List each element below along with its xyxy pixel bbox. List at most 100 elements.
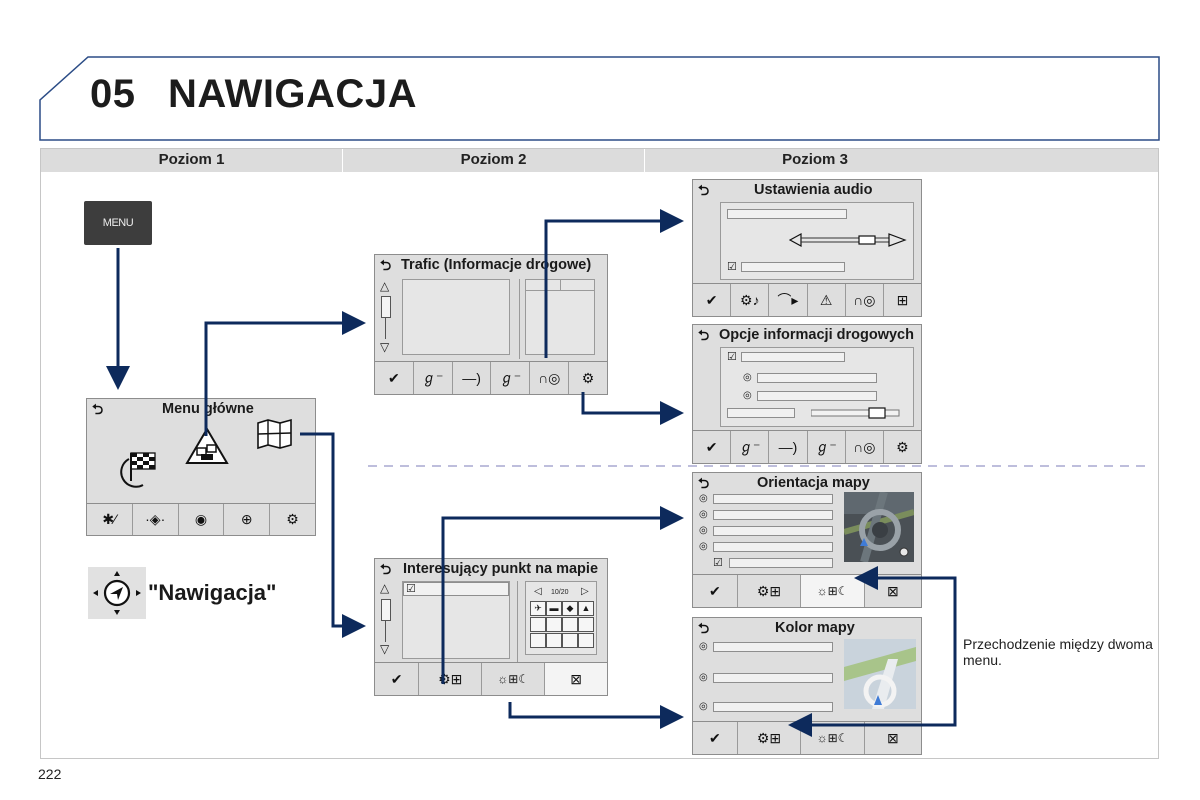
- poi-cat-airport[interactable]: ✈: [530, 601, 546, 616]
- tab-sign-2[interactable]: ℊ⁻: [491, 362, 531, 394]
- back-icon[interactable]: ⮌: [380, 257, 392, 273]
- orientation-option-field[interactable]: [713, 494, 833, 504]
- tab-navigation[interactable]: ·◈·: [133, 504, 179, 535]
- tab-map-settings[interactable]: ⚙⊞: [738, 722, 802, 754]
- checkbox-icon[interactable]: ☑: [406, 583, 416, 595]
- tab-route[interactable]: —): [769, 431, 808, 463]
- scrollbar-thumb[interactable]: [381, 296, 391, 318]
- radio-option-icon[interactable]: ◎: [743, 390, 752, 401]
- scroll-up-icon[interactable]: △: [380, 279, 390, 293]
- checkbox-icon[interactable]: ☑: [727, 351, 737, 363]
- back-icon[interactable]: ⮌: [698, 182, 710, 198]
- poi-cat-train[interactable]: ▬: [546, 601, 562, 616]
- tab-radio[interactable]: ◉: [179, 504, 225, 535]
- poi-cat-car[interactable]: ◆: [562, 601, 578, 616]
- next-page-icon[interactable]: ▷: [581, 586, 589, 597]
- back-icon[interactable]: ⮌: [380, 561, 392, 577]
- traffic-screen: ⮌ Trafic (Informacje drogowe) △ ▽ ✔ ℊ⁻ —…: [374, 254, 608, 395]
- color-option-field[interactable]: [713, 673, 833, 683]
- tab-bluetooth-phone[interactable]: ✱⁄: [87, 504, 133, 535]
- radio-option-icon[interactable]: ◎: [743, 372, 752, 383]
- tab-voice[interactable]: ∩◎: [530, 362, 570, 394]
- radio-option-icon[interactable]: ◎: [699, 525, 708, 536]
- poi-cat-empty[interactable]: [562, 617, 578, 632]
- radio-option-icon[interactable]: ◎: [699, 509, 708, 520]
- tab-check[interactable]: ✔: [375, 663, 420, 695]
- tab-map-settings[interactable]: ⚙⊞: [738, 575, 802, 607]
- traffic-radius-slider[interactable]: [811, 407, 903, 419]
- tab-check[interactable]: ✔: [693, 575, 738, 607]
- tab-map-poi[interactable]: ⊠: [545, 663, 607, 695]
- tab-check[interactable]: ✔: [375, 362, 414, 394]
- back-icon[interactable]: ⮌: [92, 401, 104, 417]
- tab-map-poi[interactable]: ⊠: [865, 722, 921, 754]
- traffic-option-field[interactable]: [757, 373, 877, 383]
- poi-cat-empty[interactable]: [578, 617, 594, 632]
- tab-settings[interactable]: ⚙: [270, 504, 315, 535]
- tab-internet[interactable]: ⊕: [224, 504, 271, 535]
- radio-option-icon[interactable]: ◎: [699, 672, 708, 683]
- radio-option-icon[interactable]: ◎: [699, 493, 708, 504]
- tab-sign[interactable]: ℊ⁻: [731, 431, 770, 463]
- traffic-list-area: [402, 279, 510, 355]
- tab-settings[interactable]: ⚙: [569, 362, 607, 394]
- checkbox-icon[interactable]: ☑: [713, 557, 723, 569]
- orientation-option-field[interactable]: [713, 526, 833, 536]
- back-icon[interactable]: ⮌: [698, 475, 710, 491]
- tab-map-poi[interactable]: ⊠: [865, 575, 921, 607]
- tab-route[interactable]: —): [453, 362, 492, 394]
- orientation-option-field[interactable]: [729, 558, 833, 568]
- destination-flag-icon[interactable]: [117, 451, 161, 491]
- traffic-option-field[interactable]: [727, 408, 795, 418]
- tab-check[interactable]: ✔: [693, 722, 738, 754]
- menu-button[interactable]: MENU: [84, 201, 152, 245]
- tab-sign[interactable]: ℊ⁻: [414, 362, 453, 394]
- poi-cat-marina[interactable]: ▲: [578, 601, 594, 616]
- radio-option-icon[interactable]: ◎: [699, 641, 708, 652]
- tab-route[interactable]: ⌒▸: [769, 284, 808, 316]
- color-option-field[interactable]: [713, 702, 833, 712]
- prev-page-icon[interactable]: ◁: [534, 586, 542, 597]
- tab-sign-2[interactable]: ℊ⁻: [808, 431, 846, 463]
- back-icon[interactable]: ⮌: [698, 327, 710, 343]
- tab-warning[interactable]: ⚠: [808, 284, 846, 316]
- tab-voice[interactable]: ∩◎: [846, 431, 884, 463]
- tab-day-night[interactable]: ☼⊞☾: [801, 722, 865, 754]
- poi-checkbox-row[interactable]: [403, 582, 509, 596]
- poi-cat-empty[interactable]: [546, 617, 562, 632]
- traffic-option-field[interactable]: [741, 352, 845, 362]
- scroll-down-icon[interactable]: ▽: [380, 642, 390, 656]
- orientation-option-field[interactable]: [713, 542, 833, 552]
- radio-option-icon[interactable]: ◎: [699, 541, 708, 552]
- orientation-option-field[interactable]: [713, 510, 833, 520]
- poi-cat-empty[interactable]: [546, 633, 562, 648]
- back-icon[interactable]: ⮌: [698, 620, 710, 636]
- map-orientation-title: Orientacja mapy: [757, 475, 870, 491]
- tab-check[interactable]: ✔: [693, 284, 732, 316]
- radio-option-icon[interactable]: ◎: [699, 701, 708, 712]
- tab-day-night[interactable]: ☼⊞☾: [801, 575, 865, 607]
- audio-field[interactable]: [741, 262, 845, 272]
- audio-field[interactable]: [727, 209, 847, 219]
- scrollbar-thumb[interactable]: [381, 599, 391, 621]
- poi-cat-empty[interactable]: [562, 633, 578, 648]
- tab-voice[interactable]: ∩◎: [846, 284, 884, 316]
- tab-map-settings[interactable]: ⚙⊞: [419, 663, 483, 695]
- color-option-field[interactable]: [713, 642, 833, 652]
- audio-slider[interactable]: [789, 232, 909, 248]
- traffic-option-field[interactable]: [757, 391, 877, 401]
- traffic-warning-icon[interactable]: [184, 426, 230, 466]
- poi-cat-empty[interactable]: [530, 617, 546, 632]
- tab-check[interactable]: ✔: [693, 431, 732, 463]
- tab-audio-settings[interactable]: ⚙♪: [731, 284, 770, 316]
- scroll-down-icon[interactable]: ▽: [380, 340, 390, 354]
- tab-day-night[interactable]: ☼⊞☾: [482, 663, 546, 695]
- map-icon[interactable]: [255, 417, 295, 451]
- scroll-up-icon[interactable]: △: [380, 581, 390, 595]
- poi-cat-empty[interactable]: [578, 633, 594, 648]
- tab-settings[interactable]: ⚙: [884, 431, 921, 463]
- poi-cat-empty[interactable]: [530, 633, 546, 648]
- navigation-button-icon[interactable]: [88, 567, 146, 619]
- tab-map[interactable]: ⊞: [884, 284, 921, 316]
- checkbox-icon[interactable]: ☑: [727, 261, 737, 273]
